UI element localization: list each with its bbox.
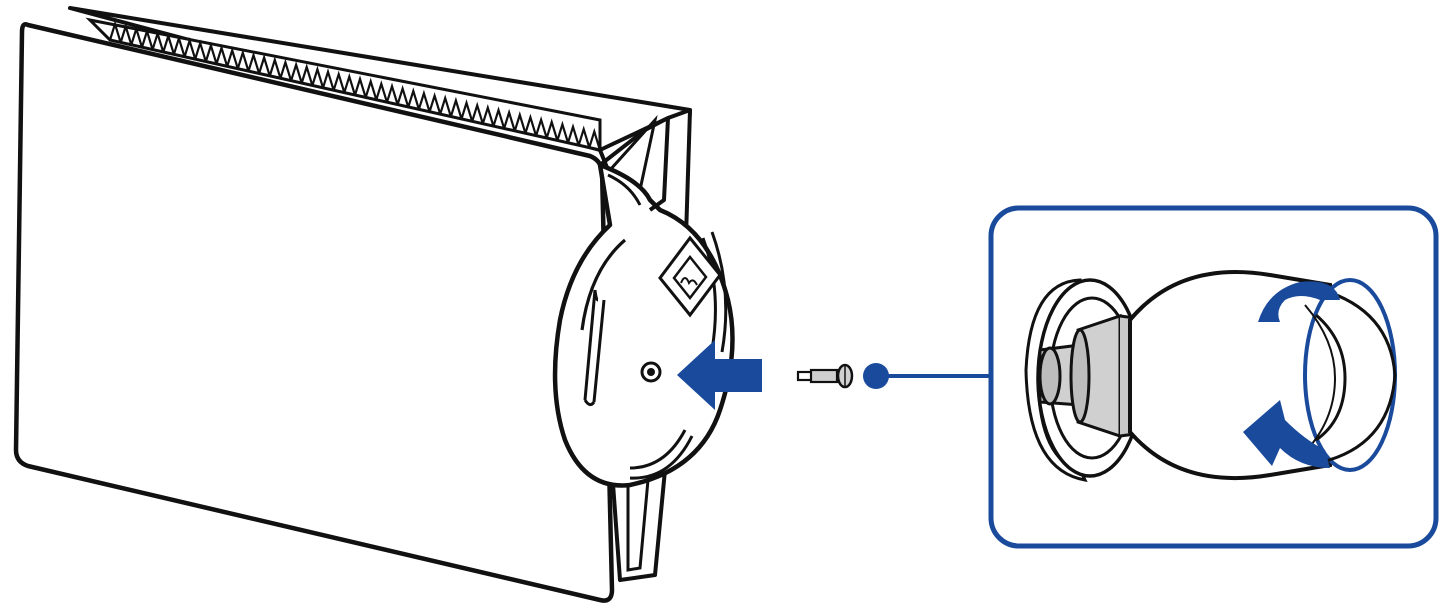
rotate-arrow-icon <box>1243 281 1340 468</box>
screw-icon <box>796 363 854 389</box>
vent-slats <box>108 20 601 151</box>
insertion-arrow-icon <box>677 340 762 410</box>
stand-emblem-icon <box>658 235 722 318</box>
console-body-icon <box>13 6 692 603</box>
stand-base-icon <box>552 116 735 488</box>
zoom-callout <box>988 205 1439 549</box>
callout-pointer <box>863 363 992 389</box>
vent-slat-path <box>108 20 601 151</box>
